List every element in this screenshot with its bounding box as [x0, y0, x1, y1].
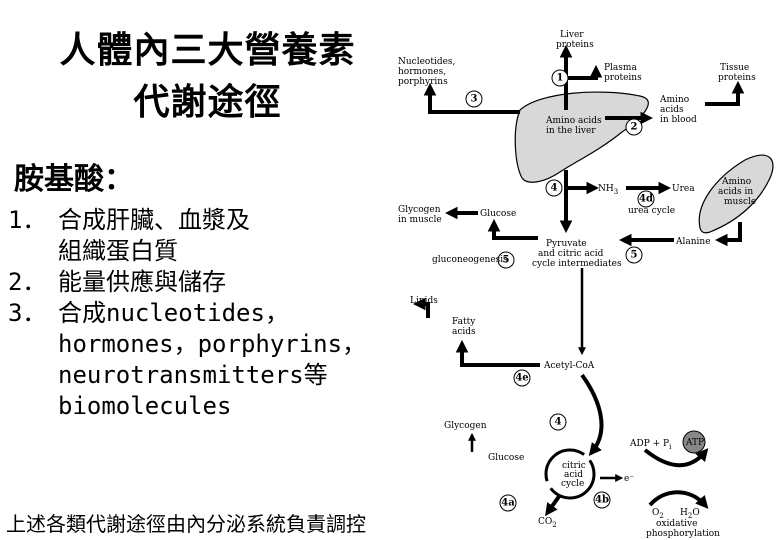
label-amino-blood-3: in blood: [660, 115, 697, 125]
step-number: 4d: [639, 194, 653, 205]
arrow-to-tissue: [705, 80, 745, 106]
arrow-to-plasma: [566, 64, 603, 80]
label-pyruvate-1: Pyruvate: [546, 239, 587, 249]
label-h2o: H2O: [680, 508, 700, 520]
arrow-muscle-to-alanine: [714, 222, 742, 247]
list-number: 1．: [8, 206, 47, 234]
label-alanine: Alanine: [675, 237, 711, 247]
label-pyruvate-2: and citric acid: [538, 249, 604, 259]
atp-circle: [682, 430, 706, 454]
label-oxphos-2: phosphorylation: [646, 529, 720, 539]
label-liver-proteins-1: Liver: [560, 30, 584, 40]
label-glucose: Glucose: [480, 209, 516, 219]
label-electrons: e⁻: [624, 474, 634, 484]
step-number: 4: [551, 183, 558, 194]
arrow-to-nucleotides: [423, 82, 520, 114]
label-amino-blood-1: Amino: [659, 95, 689, 105]
label-o2: O2: [652, 508, 664, 520]
section-heading: 胺基酸：: [14, 162, 134, 197]
arrow-oxphos-2: [648, 490, 709, 509]
list-line: neurotransmitters等: [58, 361, 328, 389]
label-plasma-2: proteins: [604, 73, 642, 83]
label-lipids: Lipids: [410, 296, 438, 306]
label-urea-cycle: urea cycle: [628, 206, 675, 216]
label-glycogen-muscle-2: in muscle: [398, 215, 442, 225]
list-number: 3．: [8, 299, 47, 327]
step-number: 3: [471, 94, 478, 105]
label-glucose-2: Glucose: [488, 453, 524, 463]
footer-note: 上述各類代謝途徑由內分泌系統負責調控: [6, 512, 366, 536]
label-glycogen: Glycogen: [444, 421, 487, 431]
label-amino-liver-2: in the liver: [546, 126, 596, 136]
label-amino-muscle-2: acids in: [718, 187, 753, 197]
list-item-1: 1． 合成肝臟、血漿及 組織蛋白質: [8, 205, 418, 267]
arrow-pyruvate-to-glucose: [487, 218, 538, 240]
label-nucleotides-2: hormones,: [398, 67, 446, 77]
muscle-shape: [698, 154, 774, 234]
arrow-to-co2: [545, 493, 562, 517]
arrow-fatty-to-lipids: [412, 297, 430, 318]
list-number: 2．: [8, 268, 47, 296]
step-number: 4b: [595, 495, 609, 506]
list-line: 合成肝臟、血漿及: [58, 206, 250, 234]
label-amino-muscle-1: Amino: [721, 177, 751, 187]
label-tissue-1: Tissue: [720, 63, 749, 73]
label-adp: ADP + Pi: [629, 439, 672, 451]
label-nucleotides-1: Nucleotides,: [398, 57, 455, 67]
label-nh3: NH3: [598, 184, 618, 196]
label-co2: CO2: [538, 517, 557, 529]
title-line-2: 代謝途徑: [133, 81, 282, 123]
label-urea: Urea: [672, 184, 695, 194]
step-number: 1: [557, 73, 564, 84]
liver-shape: [514, 91, 649, 183]
label-amino-blood-2: acids: [660, 105, 684, 115]
label-glycogen-muscle-1: Glycogen: [398, 205, 441, 215]
label-oxphos-1: oxidative: [656, 519, 697, 529]
label-plasma-1: Plasma: [604, 63, 637, 73]
list-item-3: 3． 合成nucleotides， hormones，porphyrins， n…: [8, 298, 418, 422]
title-line-1: 人體內三大營養素: [59, 29, 356, 71]
label-pyruvate-3: cycle intermediates: [532, 259, 622, 269]
label-tca-1: citric: [562, 461, 586, 471]
list-line: 合成nucleotides，: [58, 299, 289, 327]
label-amino-muscle-3: muscle: [724, 197, 756, 207]
arrow-oxphos: [643, 448, 709, 468]
list-line: biomolecules: [58, 392, 232, 420]
tca-cycle-circle: [544, 448, 596, 500]
step-number: 5: [503, 255, 510, 266]
function-list: 1． 合成肝臟、血漿及 組織蛋白質 2． 能量供應與儲存 3． 合成nucleo…: [8, 205, 418, 422]
label-fatty-2: acids: [452, 327, 476, 337]
step-number: 4e: [515, 373, 528, 384]
label-fatty-1: Fatty: [452, 317, 476, 327]
step-number: 4: [555, 417, 562, 428]
label-acetyl-coa: Acetyl-CoA: [543, 361, 595, 371]
label-atp: ATP: [685, 438, 704, 448]
list-line: hormones，porphyrins，: [58, 330, 367, 358]
arrow-acetylcoa-to-tca: [580, 373, 604, 456]
label-tca-2: acid: [564, 470, 583, 480]
step-number: 5: [631, 250, 638, 261]
step-number: 4a: [501, 498, 515, 509]
list-line: 組織蛋白質: [58, 237, 178, 265]
list-item-2: 2． 能量供應與儲存: [8, 267, 418, 298]
step-circles: 1 2 3 4 4d 5 5 4e 4 4a 4b: [465, 69, 655, 512]
step-number: 2: [631, 122, 638, 133]
label-nucleotides-3: porphyrins: [398, 77, 448, 87]
arrow-acetylcoa-to-fatty: [455, 339, 540, 367]
list-line: 能量供應與儲存: [58, 268, 226, 296]
label-amino-liver-1: Amino acids: [545, 116, 602, 126]
label-tca-3: cycle: [561, 479, 584, 489]
label-liver-proteins-2: proteins: [556, 40, 594, 50]
label-tissue-2: proteins: [718, 73, 756, 83]
label-gluconeogenesis: gluconeogenesis: [432, 255, 508, 265]
